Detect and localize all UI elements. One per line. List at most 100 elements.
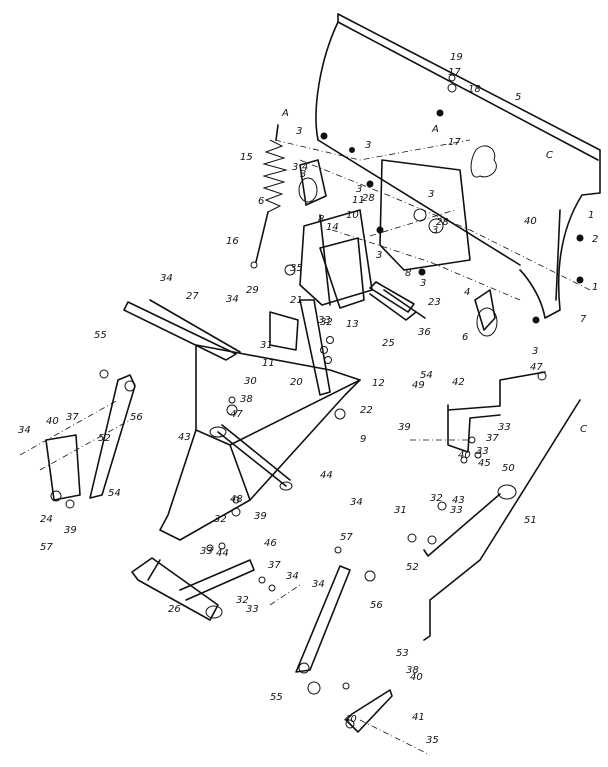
callout-number: 16: [226, 236, 239, 247]
callout-number: 15: [240, 152, 253, 163]
callout-number: 21: [290, 295, 303, 306]
callout-number: 28: [362, 193, 375, 204]
cross-shaft: [131, 557, 255, 621]
callout-number: 1: [592, 282, 598, 293]
callout-number: 35: [290, 263, 303, 274]
callout-number: 53: [396, 648, 409, 659]
callout-number: 3: [428, 189, 434, 200]
callout-number: 12: [372, 378, 385, 389]
callout-number: 34: [226, 294, 239, 305]
callout-number: 34: [350, 497, 363, 508]
callout-number: 30: [244, 376, 257, 387]
callout-number: 38: [240, 394, 253, 405]
callout-number: 7: [580, 314, 587, 325]
main-frame: [159, 344, 361, 541]
callout-number: 44: [320, 470, 333, 481]
callout-number: 40: [410, 672, 423, 683]
right-skid-bracket: [474, 289, 498, 337]
callout-number: 56: [130, 412, 143, 423]
left-skid-bracket: [298, 159, 327, 206]
callout-number: 29: [246, 285, 259, 296]
callout-number: 31: [260, 340, 273, 351]
callout-number: 3: [432, 225, 438, 236]
callout-number: 19: [450, 52, 463, 63]
callout-number: 20: [290, 377, 303, 388]
callout-number: 3: [532, 346, 538, 357]
callout-number: 10: [346, 210, 359, 221]
callout-number: 24: [40, 514, 53, 525]
callout-number: 11: [262, 358, 275, 369]
callout-labels: 1213333333333445667889101111121314151617…: [18, 52, 598, 746]
callout-number: 5: [515, 92, 521, 103]
callout-number: 41: [412, 712, 425, 723]
callout-number: 8: [318, 214, 324, 225]
callout-number: 33: [246, 604, 259, 615]
reference-letter: A: [431, 124, 439, 135]
callout-number: 34: [18, 425, 31, 436]
callout-number: 13: [346, 319, 359, 330]
callout-number: 34: [286, 571, 299, 582]
callout-number: 33: [450, 505, 463, 516]
callout-number: 3: [292, 162, 298, 173]
callout-number: 43: [178, 432, 191, 443]
lower-link-arm: [295, 565, 351, 674]
callout-number: 3: [420, 278, 426, 289]
hardware: [99, 74, 584, 695]
center-brackets: [269, 237, 365, 396]
callout-number: 4: [464, 287, 470, 298]
lower-right-linkage: [345, 689, 393, 733]
callout-number: 35: [426, 735, 439, 746]
spring-assembly: [250, 124, 288, 269]
callout-number: 23: [428, 297, 441, 308]
right-lift-arm: [447, 371, 547, 453]
callout-number: 17: [448, 67, 461, 78]
callout-number: 36: [418, 327, 431, 338]
callout-number: 32: [214, 514, 227, 525]
callout-number: 18: [468, 84, 481, 95]
callout-number: 6: [462, 332, 468, 343]
callout-number: 54: [108, 488, 121, 499]
callout-number: 17: [448, 137, 461, 148]
callout-number: 39: [254, 511, 267, 522]
callout-number: 57: [40, 542, 53, 553]
callout-number: 37: [66, 412, 79, 423]
callout-number: 3: [365, 140, 371, 151]
callout-number: 33: [498, 422, 511, 433]
callout-number: 56: [370, 600, 383, 611]
callout-number: 25: [382, 338, 395, 349]
callout-number: 6: [258, 196, 264, 207]
callout-number: 34: [160, 273, 173, 284]
callout-number: 40: [46, 416, 59, 427]
callout-number: 31: [394, 505, 407, 516]
callout-number: 52: [98, 433, 111, 444]
callout-number: 33: [476, 446, 489, 457]
callout-number: 11: [352, 195, 365, 206]
callout-number: 39: [398, 422, 411, 433]
plow-blade: [315, 13, 601, 319]
callout-number: 32: [430, 493, 443, 504]
reference-letter: C: [546, 150, 553, 161]
callout-number: 8: [405, 268, 411, 279]
callout-number: 33: [200, 546, 213, 557]
callout-number: 28: [436, 217, 449, 228]
callout-number: 40: [344, 714, 357, 725]
callout-number: 14: [326, 222, 339, 233]
callout-number: 55: [270, 692, 283, 703]
callout-number: 55: [94, 330, 107, 341]
assembly-guides: [19, 139, 591, 756]
callout-number: 38: [406, 665, 419, 676]
callout-number: 47: [230, 409, 243, 420]
callout-number: 32: [320, 317, 333, 328]
callout-number: 1: [588, 210, 594, 221]
callout-number: 40: [458, 450, 471, 461]
callout-number: 48: [230, 494, 243, 505]
callout-number: 26: [168, 604, 181, 615]
callout-number: 43: [452, 495, 465, 506]
callout-number: 4: [302, 162, 308, 173]
callout-number: 40: [524, 216, 537, 227]
callout-number: 22: [360, 405, 373, 416]
callout-number: 54: [420, 370, 433, 381]
callout-number: 9: [360, 434, 366, 445]
